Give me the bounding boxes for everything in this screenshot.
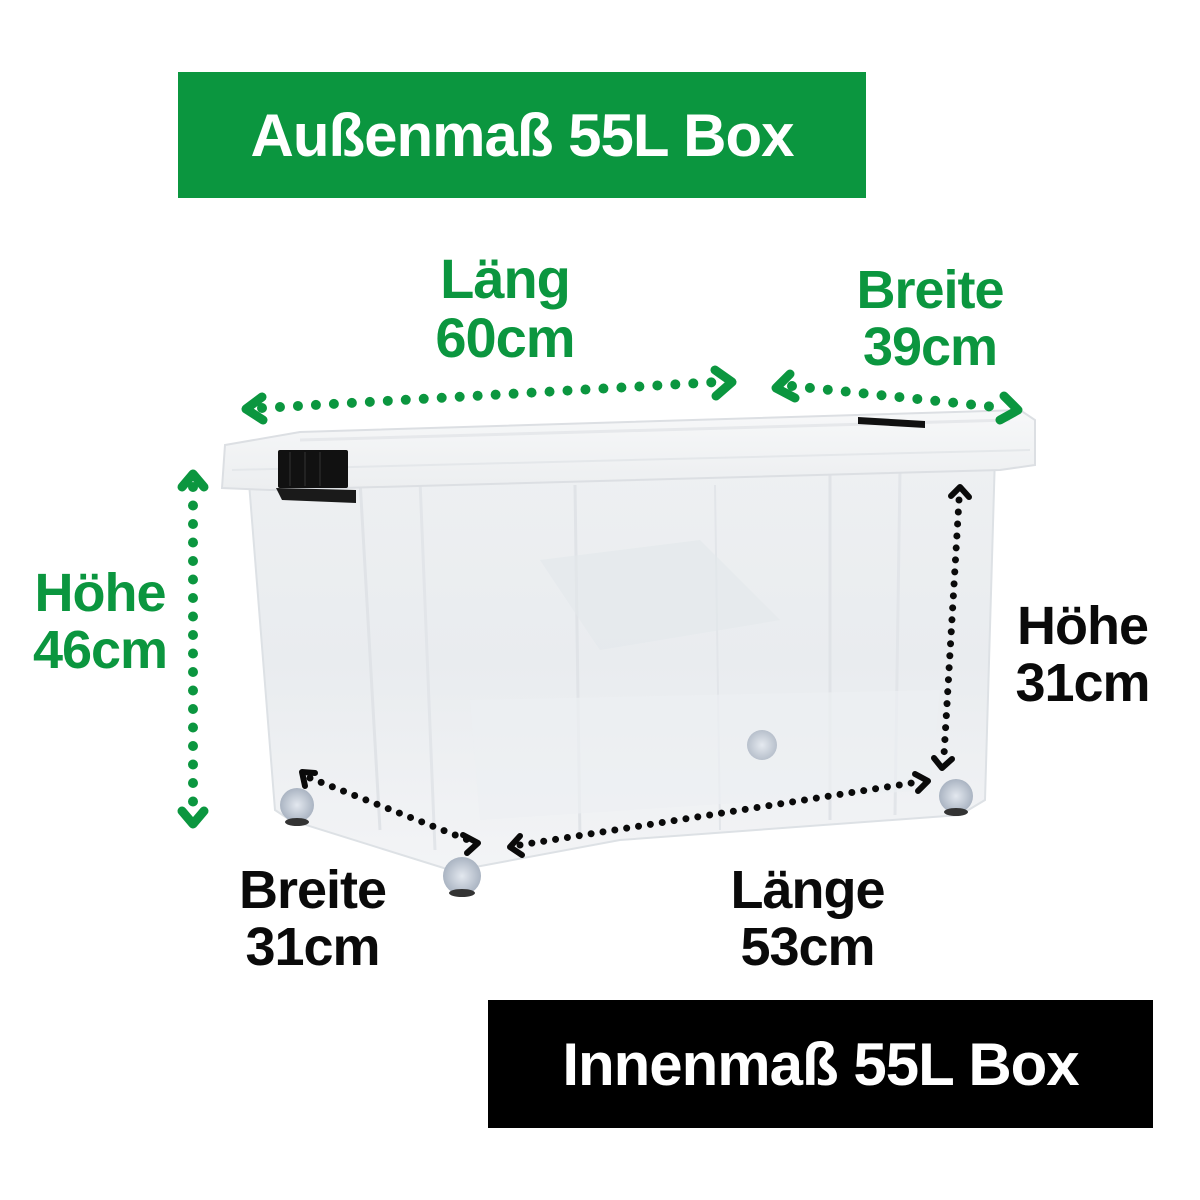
outer-height-value: 46cm bbox=[32, 619, 168, 680]
inner-width-arrow bbox=[299, 769, 481, 856]
wheel-back-middle bbox=[747, 730, 777, 760]
outer-banner-title: Außenmaß 55L Box bbox=[250, 101, 794, 169]
outer-length-label: Läng 60cm bbox=[405, 247, 605, 369]
inner-width-value: 31cm bbox=[245, 916, 380, 977]
outer-width-arrow bbox=[771, 369, 1023, 425]
inner-length-arrow bbox=[507, 771, 931, 858]
inner-length-value: 53cm bbox=[740, 916, 875, 977]
outer-dimensions-banner: Außenmaß 55L Box bbox=[178, 72, 866, 198]
box-body bbox=[246, 453, 997, 872]
outer-length-value: 60cm bbox=[435, 305, 575, 369]
inner-height-value: 31cm bbox=[1015, 652, 1150, 713]
inner-length-name: Länge bbox=[730, 860, 885, 920]
wheel-back-right bbox=[939, 779, 973, 816]
outer-height-label: Höhe 46cm bbox=[15, 565, 185, 678]
inner-length-label: Länge 53cm bbox=[705, 862, 910, 975]
inner-dimensions-banner: Innenmaß 55L Box bbox=[488, 1000, 1153, 1128]
inner-height-name: Höhe bbox=[1017, 596, 1149, 656]
outer-width-value: 39cm bbox=[862, 316, 998, 377]
outer-length-name: Läng bbox=[440, 247, 571, 310]
inner-width-name: Breite bbox=[238, 860, 387, 920]
outer-width-label: Breite 39cm bbox=[830, 262, 1030, 375]
inner-height-arrow bbox=[931, 484, 972, 771]
inner-width-label: Breite 31cm bbox=[210, 862, 415, 975]
outer-length-arrow bbox=[241, 365, 737, 425]
outer-height-name: Höhe bbox=[34, 563, 167, 623]
latch-right bbox=[858, 417, 925, 428]
wheel-front-middle bbox=[443, 857, 481, 897]
inner-height-label: Höhe 31cm bbox=[995, 598, 1170, 711]
wheel-front-left bbox=[280, 788, 314, 826]
outer-height-arrow bbox=[177, 469, 209, 829]
latch-left bbox=[276, 450, 356, 503]
inner-banner-title: Innenmaß 55L Box bbox=[562, 1030, 1079, 1098]
outer-width-name: Breite bbox=[856, 260, 1004, 320]
